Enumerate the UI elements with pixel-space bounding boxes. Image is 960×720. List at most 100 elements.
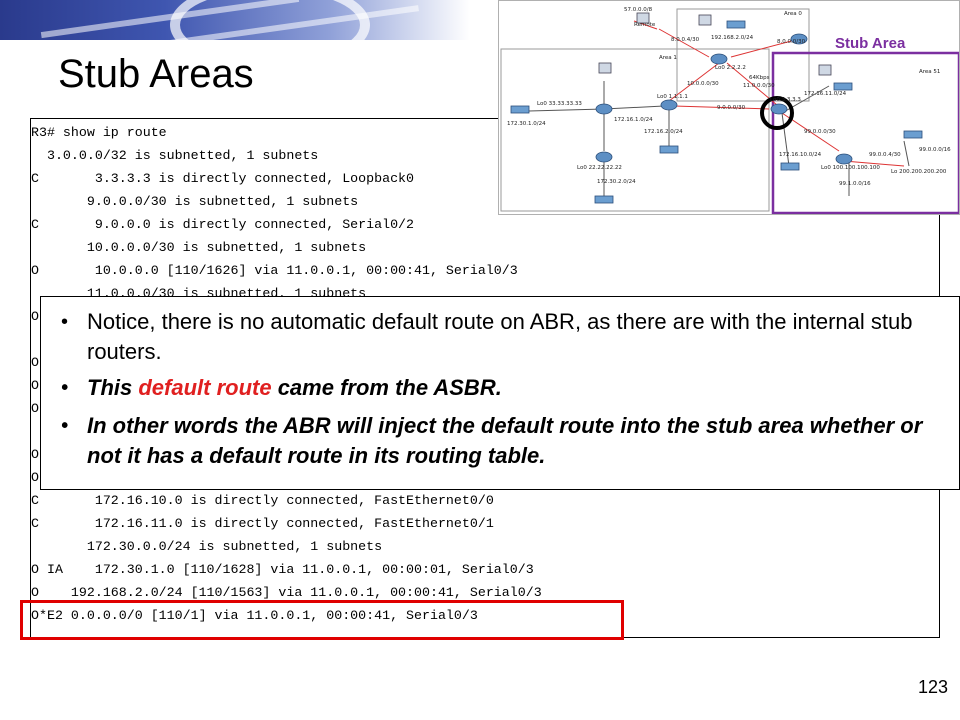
link [673,105,770,110]
diagram-label: 172.30.2.0/24 [597,179,636,185]
route-line: O 192.168.2.0/24 [110/1563] via 11.0.0.1… [31,585,542,600]
notes-callout: • Notice, there is no automatic default … [40,296,960,490]
pc-icon [818,64,832,76]
switch-icon [903,130,923,139]
area51-label: Area 51 [919,69,940,75]
bullet-icon: • [61,415,69,437]
network-diagram: Area 0 Area 1 Area 51 Stub Area 57.0.0.0… [498,0,960,215]
switch-icon [726,20,746,29]
link [730,38,800,58]
route-line: O [31,378,39,393]
switch-icon [780,162,800,171]
diagram-label: 172.30.1.0/24 [507,121,546,127]
diagram-label: Lo0 33.33.33.33 [537,101,582,107]
diagram-label: Lo0 3.3.3.3 [770,97,801,103]
area1-outline [500,48,770,212]
route-line: O [31,470,39,485]
note-text: Notice, there is no automatic default ro… [87,309,913,364]
diagram-label: Remote [634,22,656,28]
switch-icon [833,82,853,91]
link [726,62,778,106]
link [603,105,665,110]
link [528,108,605,112]
route-line: C 3.3.3.3 is directly connected, Loopbac… [31,171,415,186]
switch-icon [659,145,679,154]
area0-label: Area 0 [784,11,802,17]
route-line: C 172.16.11.0 is directly connected, Fas… [31,516,494,531]
switch-icon [594,195,614,204]
default-route-highlight-box [20,600,624,640]
router-isp-icon [790,33,808,45]
route-line: 9.0.0.0/30 is subnetted, 1 subnets [31,194,359,209]
route-line: O 10.0.0.0 [110/1626] via 11.0.0.1, 00:0… [31,263,518,278]
pc-icon [636,12,650,24]
diagram-label: 172.16.1.0/24 [614,117,653,123]
topology-svg: Area 0 Area 1 Area 51 Stub Area 57.0.0.0… [500,7,960,215]
note-text: In other words the ABR will inject the d… [87,413,923,468]
diagram-label: 99.1.0.0/16 [839,181,871,187]
diagram-label: 172.16.10.0/24 [779,152,822,158]
note-text-pre: This [87,375,139,400]
link [903,140,910,167]
router-r5-icon [595,151,613,163]
area0-outline [676,8,810,102]
diagram-label: 172.16.2.0/24 [644,129,683,135]
route-line: O [31,401,39,416]
switch-icon [510,105,530,114]
diagram-label: 10.0.0.0/30 [687,81,719,87]
note-bullet-3: • In other words the ABR will inject the… [61,411,947,471]
diagram-label: 64Kbps [749,75,770,81]
route-line: O IA 172.30.1.0 [110/1628] via 11.0.0.1,… [31,562,534,577]
link [843,160,905,167]
route-line: R3# show ip route [31,125,167,140]
route-line: 3.0.0.0/32 is subnetted, 1 subnets [31,148,319,163]
diagram-label: 99.0.0.4/30 [869,152,901,158]
route-line: C 9.0.0.0 is directly connected, Serial0… [31,217,415,232]
diagram-label: 9.0.0.0/30 [717,105,746,111]
abr-highlight-circle [760,96,794,130]
header-banner [0,0,470,40]
note-bullet-2: • This default route came from the ASBR. [61,373,947,403]
area1-label: Area 1 [659,55,677,61]
slide-title: Stub Areas [58,52,254,96]
banner-swirl [170,0,370,40]
diagram-label: 192.168.2.0/24 [711,35,754,41]
diagram-label: 99.0.0.0/16 [919,147,951,153]
pc-icon [698,14,712,26]
router-r4-icon [595,103,613,115]
diagram-label: 172.16.11.0/24 [804,91,847,97]
diagram-label: Lo 200.200.200.200 [891,169,947,175]
router-r2-icon [710,53,728,65]
link [658,28,710,58]
diagram-label: Lo0 2.2.2.2 [715,65,746,71]
diagram-label: 11.0.0.0/30 [743,83,775,89]
stub-area-label: Stub Area [835,35,906,52]
stub-area-outline [771,51,960,215]
router-r3-icon [770,103,788,115]
pc-icon [598,62,612,74]
diagram-label: 8.0.0.4/30 [671,37,700,43]
router-r1-icon [660,99,678,111]
diagram-label: 8.0.0.0/30 [777,39,806,45]
diagram-label: 99.0.0.0/30 [804,129,836,135]
diagram-label: Lo0 100.100.100.100 [821,165,880,171]
route-line: O [31,355,39,370]
route-line: C 172.16.10.0 is directly connected, Fas… [31,493,494,508]
route-line: O [31,309,39,324]
note-text-post: came from the ASBR. [271,375,502,400]
diagram-label: Lo0 1.1.1.1 [657,94,688,100]
router-r6-icon [835,153,853,165]
link [781,112,790,167]
note-bullet-1: • Notice, there is no automatic default … [61,307,947,367]
route-line: O*E2 0.0.0.0/0 [110/1] via 11.0.0.1, 00:… [31,608,478,623]
link [668,62,720,102]
diagram-label: 57.0.0.0/8 [624,7,653,13]
diagram-label: Lo0 22.22.22.22 [577,165,622,171]
route-line: 10.0.0.0/30 is subnetted, 1 subnets [31,240,367,255]
route-line: 172.30.0.0/24 is subnetted, 1 subnets [31,539,383,554]
bullet-icon: • [61,311,69,333]
route-line: O [31,447,39,462]
default-route-highlight: default route [138,375,272,400]
page-number: 123 [917,677,948,697]
bullet-icon: • [61,377,69,399]
